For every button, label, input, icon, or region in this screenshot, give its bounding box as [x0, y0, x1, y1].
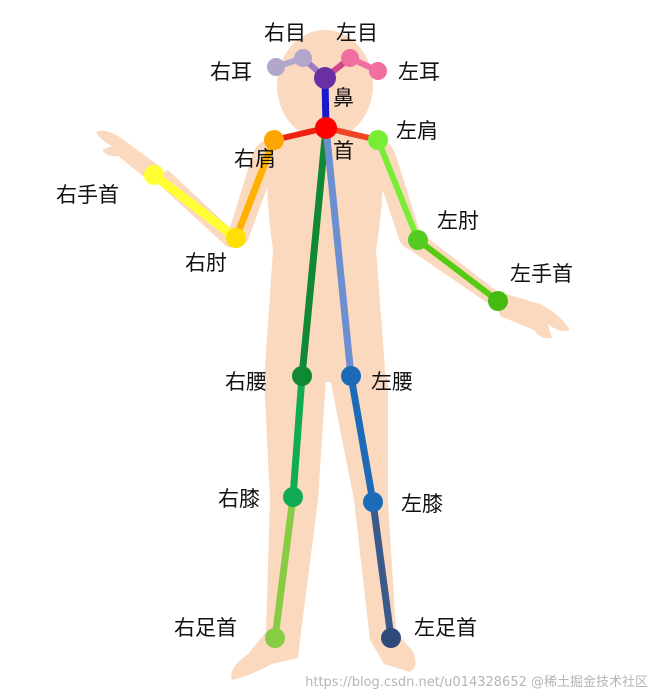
right-arm-shape [152, 140, 278, 248]
keypoint-left-knee [363, 492, 383, 512]
link-left-hip-left-knee [347, 372, 377, 506]
keypoint-left-hip [341, 366, 361, 386]
watermark: https://blog.csdn.net/u014328652 @稀土掘金技术… [305, 674, 648, 690]
keypoint-left-wrist [488, 291, 508, 311]
keypoint-left-ear [369, 62, 387, 80]
keypoint-right-knee [283, 487, 303, 507]
keypoints [144, 49, 508, 648]
link-right-hip-right-knee [289, 372, 306, 501]
label-right-wrist: 右手首 [56, 183, 119, 207]
keypoint-left-ankle [381, 628, 401, 648]
link-left-shoulder-left-elbow [375, 137, 421, 243]
keypoint-left-eye [341, 49, 359, 67]
label-nose: 鼻 [333, 86, 354, 110]
label-right-knee: 右膝 [218, 487, 260, 511]
link-neck-left-hip [322, 124, 355, 380]
keypoint-labels: 右目 左目 右耳 左耳 鼻 首 右肩 左肩 右手首 右肘 左肘 左手首 右腰 左… [56, 21, 573, 640]
label-left-eye: 左目 [336, 21, 378, 45]
torso-shape [264, 132, 386, 382]
label-left-ear: 左耳 [398, 60, 440, 84]
label-neck: 首 [333, 139, 354, 163]
label-left-shoulder: 左肩 [396, 119, 438, 143]
keypoint-left-elbow [408, 230, 428, 250]
keypoint-right-eye [294, 49, 312, 67]
keypoint-right-elbow [226, 228, 246, 248]
right-leg-shape [231, 378, 326, 680]
link-right-shoulder-right-elbow [232, 136, 278, 242]
left-arm-shape [372, 140, 498, 306]
link-right-knee-right-ankle [271, 493, 297, 642]
keypoint-right-shoulder [264, 130, 284, 150]
label-right-hip: 右腰 [225, 370, 267, 394]
link-left-elbow-left-wrist [415, 237, 501, 304]
keypoint-right-ankle [265, 628, 285, 648]
label-left-wrist: 左手首 [510, 262, 573, 286]
label-right-ankle: 右足首 [174, 616, 237, 640]
keypoint-nose [314, 67, 336, 89]
link-right-elbow-right-wrist [149, 170, 241, 243]
label-left-elbow: 左肘 [437, 209, 479, 233]
label-left-hip: 左腰 [371, 370, 413, 394]
label-right-shoulder: 右肩 [234, 147, 276, 171]
keypoint-right-wrist [144, 165, 164, 185]
keypoint-right-ear [267, 58, 285, 76]
label-right-ear: 右耳 [210, 60, 252, 84]
label-right-elbow: 右肘 [185, 251, 227, 275]
label-right-eye: 右目 [264, 21, 306, 45]
keypoint-right-hip [292, 366, 312, 386]
label-left-ankle: 左足首 [414, 616, 477, 640]
keypoint-neck [315, 117, 337, 139]
right-hand-shape [96, 130, 162, 180]
keypoint-left-shoulder [368, 130, 388, 150]
label-left-knee: 左膝 [401, 492, 443, 516]
link-left-knee-left-ankle [369, 498, 395, 642]
left-hand-shape [492, 290, 570, 339]
link-neck-right-hip [298, 124, 330, 380]
